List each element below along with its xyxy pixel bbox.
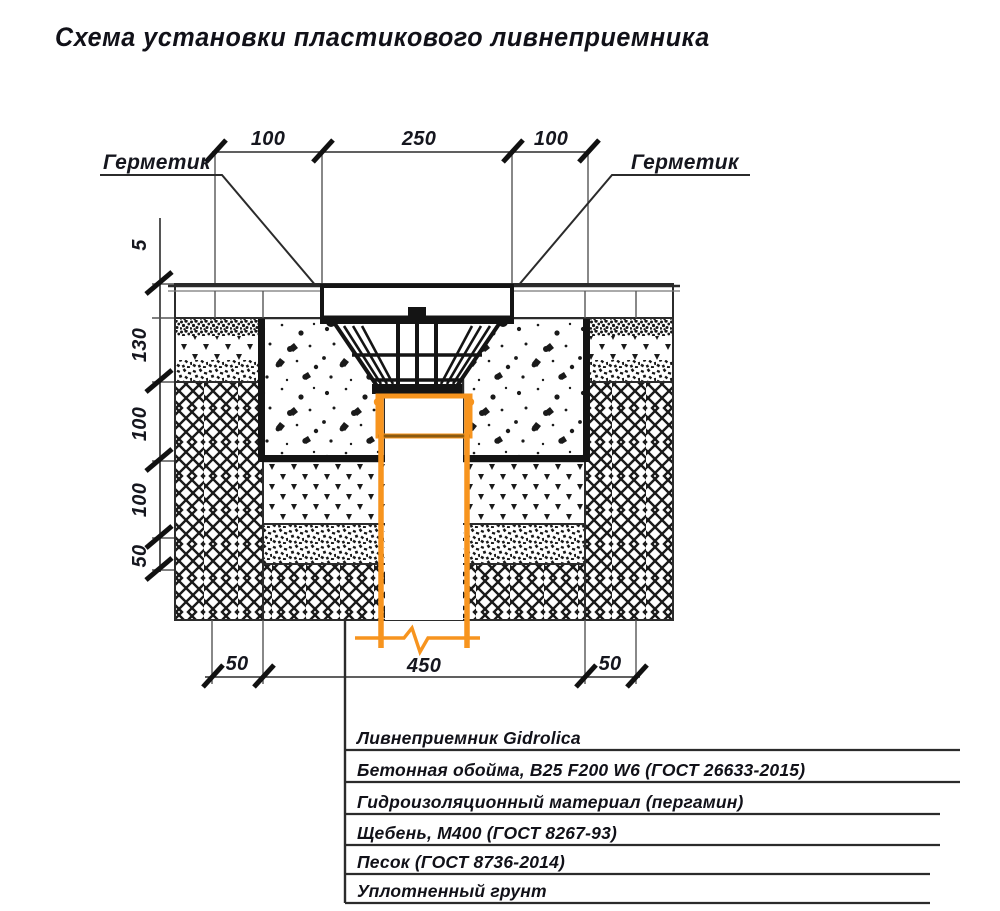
section-assembly [168,283,680,621]
dimension-chain-top: 100 250 100 [204,128,601,293]
legend-row-3: Гидроизоляционный материал (пергамин) [357,792,744,812]
legend-row-2: Бетонная обойма, В25 F200 W6 (ГОСТ 26633… [357,760,805,780]
legend-table: Ливнеприемник Gidrolica Бетонная обойма,… [343,620,960,905]
layer-asphalt-fill [174,317,674,383]
drain-outlet-pipe-highlight [355,393,480,657]
dim-bottom-50-right: 50 [599,653,622,675]
dim-left-5: 5 [129,239,151,251]
callout-sealant-right: Герметик [511,151,750,294]
dim-top-100-right: 100 [534,128,568,150]
layer-soil-flanks [174,381,674,621]
dimension-chain-bottom: 50 450 50 [201,620,649,689]
dim-bottom-450: 450 [406,655,441,677]
legend-row-5: Песок (ГОСТ 8736-2014) [357,852,565,872]
dim-left-100-upper: 100 [129,407,151,441]
legend-row-1: Ливнеприемник Gidrolica [355,728,581,748]
page-title: Схема установки пластикового ливнеприемн… [55,22,710,52]
dim-left-100-lower: 100 [129,483,151,517]
dim-top-100-left: 100 [251,128,285,150]
dim-left-130: 130 [129,328,151,362]
callout-sealant-right-label: Герметик [631,151,740,174]
dim-left-50: 50 [129,545,151,568]
legend-row-6: Уплотненный грунт [357,881,547,901]
callout-sealant-left-label: Герметик [103,151,212,174]
dim-bottom-50-left: 50 [226,653,249,675]
callout-sealant-left: Герметик [100,151,323,294]
drain-unit-gidrolica [320,284,514,394]
legend-row-4: Щебень, М400 (ГОСТ 8267-93) [357,823,617,843]
dim-top-250: 250 [401,128,436,150]
